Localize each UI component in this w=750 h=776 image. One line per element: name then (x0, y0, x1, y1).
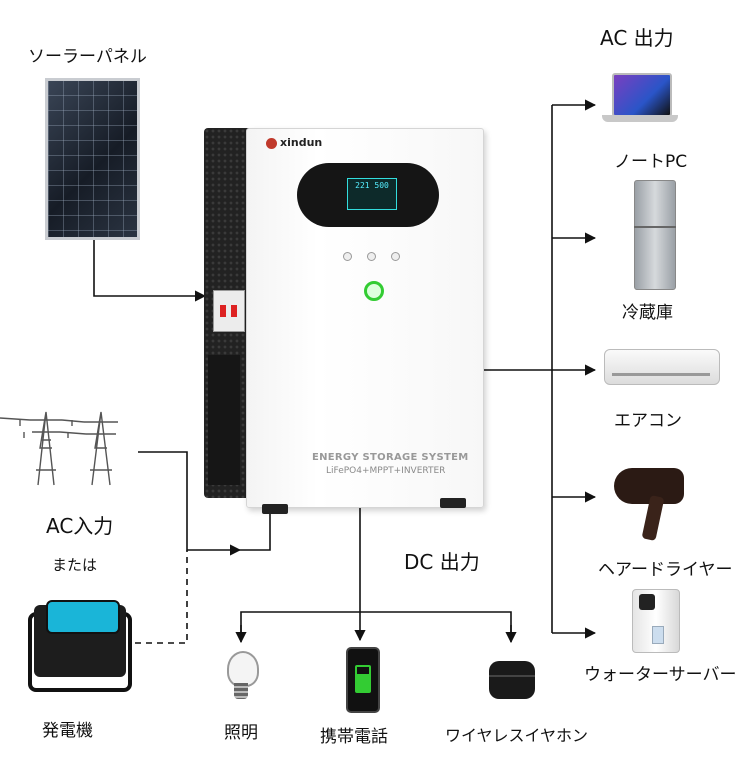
wireless-earphones-label: ワイヤレスイヤホン (445, 726, 589, 745)
generator-input-wire (135, 550, 188, 644)
light-bulb-base (234, 683, 248, 699)
light-bulb-icon (227, 651, 259, 687)
ac-output-label: AC 出力 (600, 26, 674, 50)
unit-button (391, 252, 400, 261)
or-label: または (52, 556, 98, 574)
battery-charging-icon (355, 665, 371, 693)
unit-foot (262, 504, 288, 514)
mobile-phone-label: 携帯電話 (320, 727, 388, 747)
water-server-label: ウォーターサーバー (584, 665, 737, 685)
water-server-panel (639, 594, 655, 610)
solar-to-unit-wire (93, 240, 207, 302)
transmission-tower-icon (0, 411, 118, 486)
unit-ports-panel (208, 355, 240, 485)
unit-brand: xindun (280, 136, 323, 149)
laptop-label: ノートPC (614, 152, 688, 172)
laptop-icon (612, 73, 672, 117)
brand-logo-icon (266, 138, 277, 149)
unit-title: ENERGY STORAGE SYSTEM (312, 452, 469, 463)
unit-foot-wire (240, 514, 271, 551)
dc-output-label: DC 出力 (404, 550, 480, 574)
unit-lcd-screen: 221 500 (347, 178, 397, 210)
air-conditioner-label: エアコン (614, 411, 682, 431)
ac-input-label: AC入力 (46, 514, 114, 538)
dc-output-bus (240, 611, 512, 640)
generator-label: 発電機 (42, 721, 93, 741)
laptop-base (602, 115, 678, 122)
earbuds-icon (489, 661, 535, 699)
circuit-breaker-icon (213, 290, 245, 332)
power-button-icon (364, 281, 384, 301)
solar-panel-label: ソーラーパネル (28, 47, 147, 67)
unit-button (343, 252, 352, 261)
solar-panel-icon (45, 78, 140, 240)
air-conditioner-vent (612, 373, 710, 376)
generator-tank (46, 600, 120, 634)
grid-input-wire (138, 451, 242, 556)
unit-button (367, 252, 376, 261)
unit-subtitle: LiFePO4+MPPT+INVERTER (326, 466, 446, 476)
refrigerator-icon (634, 180, 676, 290)
lighting-label: 照明 (224, 723, 258, 743)
smartphone-icon (346, 647, 380, 713)
refrigerator-label: 冷蔵庫 (622, 303, 673, 323)
water-server-cup (652, 626, 664, 644)
air-conditioner-icon (604, 349, 720, 385)
unit-foot (440, 498, 466, 508)
hair-dryer-label: ヘアードライヤー (598, 560, 733, 580)
refrigerator-door-line (634, 226, 676, 228)
earbuds-case-seam (489, 675, 535, 677)
